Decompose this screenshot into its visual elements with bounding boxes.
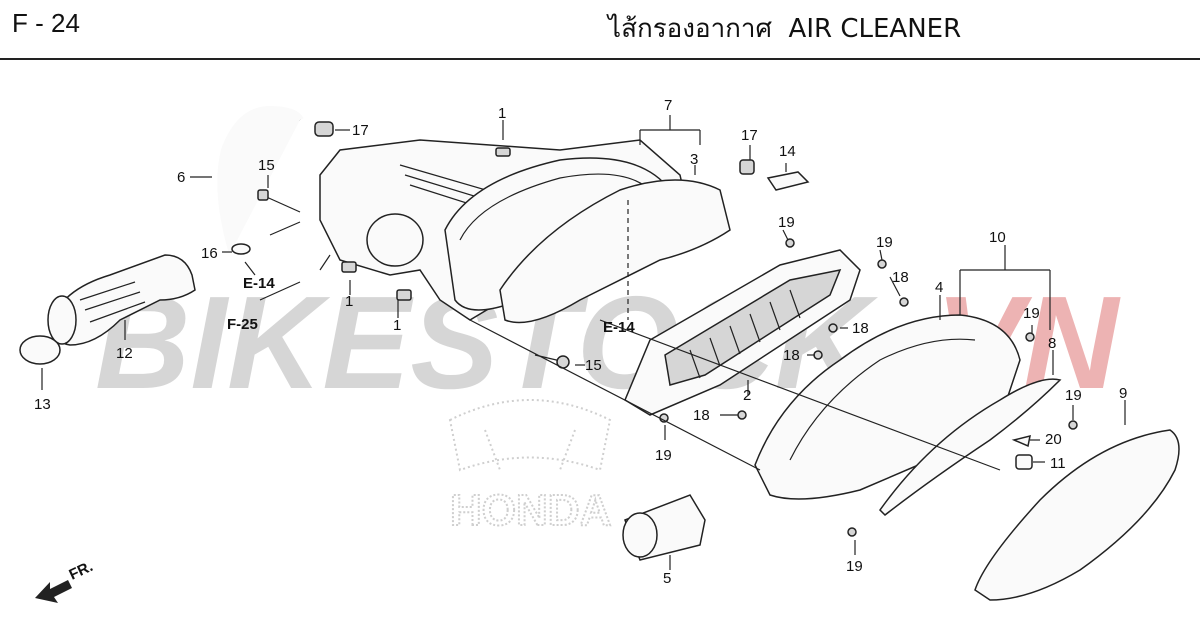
part-18-bolt-b bbox=[828, 323, 838, 333]
callout-9: 9 bbox=[1119, 385, 1127, 402]
part-16-clip bbox=[231, 243, 251, 255]
callout-18-b: 18 bbox=[852, 320, 869, 337]
front-direction-marker: FR. bbox=[35, 558, 96, 603]
part-12-connecting-tube bbox=[47, 254, 196, 346]
callout-17-left: 17 bbox=[352, 122, 369, 139]
callout-19-c: 19 bbox=[1023, 305, 1040, 322]
callout-14: 14 bbox=[779, 143, 796, 160]
part-3-seal bbox=[499, 179, 731, 324]
leader-lines bbox=[41, 115, 1126, 570]
part-13-band bbox=[19, 335, 61, 365]
reference-labels: E-14 F-25 E-14 bbox=[227, 275, 635, 336]
callout-18-d: 18 bbox=[693, 407, 710, 424]
part-1-bolt-mid bbox=[341, 261, 357, 273]
exploded-parts-diagram: BIKESTOCK VN HONDA bbox=[19, 97, 1180, 603]
callout-19-d: 19 bbox=[1065, 387, 1082, 404]
part-19-screw-d bbox=[1068, 420, 1078, 430]
honda-logo-watermark: HONDA bbox=[448, 399, 612, 536]
callout-16: 16 bbox=[201, 245, 218, 262]
honda-logo-text: HONDA bbox=[450, 486, 611, 535]
part-1-bolt-low bbox=[396, 289, 412, 301]
callout-7: 7 bbox=[664, 97, 672, 114]
bolts bbox=[257, 147, 1078, 537]
callout-20: 20 bbox=[1045, 431, 1062, 448]
part-14-tube bbox=[766, 171, 810, 191]
callout-10: 10 bbox=[989, 229, 1006, 246]
part-4-cover bbox=[754, 314, 1021, 500]
callout-18-c: 18 bbox=[783, 347, 800, 364]
front-arrow-icon bbox=[35, 580, 72, 603]
part-8-seal bbox=[879, 378, 1062, 516]
callout-19-e: 19 bbox=[655, 447, 672, 464]
part-19-screw-a bbox=[785, 238, 795, 248]
part-1-bolt-top bbox=[495, 147, 511, 157]
ref-e14-center: E-14 bbox=[603, 319, 635, 336]
page-header: F - 24 ไส้กรองอากาศ AIR CLEANER bbox=[0, 0, 1200, 60]
callout-6: 6 bbox=[177, 169, 185, 186]
callout-1-top: 1 bbox=[498, 105, 506, 122]
page-code: F - 24 bbox=[12, 8, 80, 38]
front-label: FR. bbox=[67, 558, 96, 584]
callout-5: 5 bbox=[663, 570, 671, 587]
part-11-plug bbox=[1015, 454, 1033, 470]
callout-4: 4 bbox=[935, 279, 943, 296]
part-19-screw-b bbox=[877, 259, 887, 269]
part-5-intake-duct bbox=[622, 494, 706, 561]
page-title: ไส้กรองอากาศ AIR CLEANER bbox=[608, 14, 962, 44]
callout-1-low: 1 bbox=[393, 317, 401, 334]
callout-15-low: 15 bbox=[585, 357, 602, 374]
part-20-clip bbox=[1011, 434, 1031, 448]
callout-12: 12 bbox=[116, 345, 133, 362]
part-17-clip-right bbox=[739, 159, 755, 175]
callout-19-f: 19 bbox=[846, 558, 863, 575]
callout-19-b: 19 bbox=[876, 234, 893, 251]
ref-e14-left: E-14 bbox=[243, 275, 275, 292]
callout-17-right: 17 bbox=[741, 127, 758, 144]
part-2-filter-element bbox=[624, 249, 861, 416]
callout-2: 2 bbox=[743, 387, 751, 404]
part-18-bolt-c bbox=[813, 350, 823, 360]
callout-19-a: 19 bbox=[778, 214, 795, 231]
callout-18-a: 18 bbox=[892, 269, 909, 286]
part-19-screw-f bbox=[847, 527, 857, 537]
callout-labels: 6 1 1 1 7 3 17 14 17 15 16 12 13 15 2 19… bbox=[34, 97, 1127, 587]
part-17-clip-left bbox=[314, 121, 334, 137]
part-18-bolt-a bbox=[899, 297, 909, 307]
callout-13: 13 bbox=[34, 396, 51, 413]
callout-1-mid: 1 bbox=[345, 293, 353, 310]
part-9-outer-cover bbox=[974, 429, 1180, 601]
callout-11: 11 bbox=[1050, 455, 1066, 472]
callout-15-top: 15 bbox=[258, 157, 275, 174]
part-19-screw-c bbox=[1025, 332, 1035, 342]
part-18-bolt-d bbox=[737, 410, 747, 420]
callout-8: 8 bbox=[1048, 335, 1056, 352]
callout-3: 3 bbox=[690, 151, 698, 168]
ref-f25: F-25 bbox=[227, 316, 258, 333]
